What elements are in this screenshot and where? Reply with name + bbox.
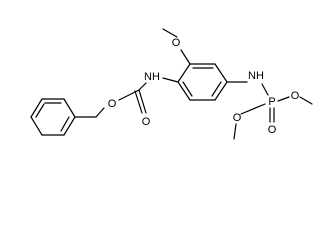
- benzyl-ring: [30, 98, 76, 136]
- methoxy-bonds: [162, 28, 191, 65]
- phosphorus-label: P: [268, 96, 275, 108]
- carbamate-nh-label: NH: [144, 71, 160, 83]
- left-methoxy-oxygen-label: O: [233, 112, 242, 124]
- ester-oxygen-label: O: [108, 98, 117, 110]
- phosphoramide-bonds: [226, 81, 313, 140]
- carbamate-bonds: [118, 82, 147, 114]
- chemical-structure: O NH O O NH P O O O: [30, 28, 313, 140]
- central-ring: [162, 63, 228, 101]
- phosphoryl-oxygen-label: O: [268, 124, 277, 136]
- methoxy-oxygen-label: O: [172, 37, 181, 49]
- right-methoxy-oxygen-label: O: [291, 90, 300, 102]
- benzyl-ch2-bond: [74, 107, 105, 118]
- carbonyl-oxygen-label: O: [142, 116, 151, 128]
- phosphoramide-nh-label: NH: [248, 70, 264, 82]
